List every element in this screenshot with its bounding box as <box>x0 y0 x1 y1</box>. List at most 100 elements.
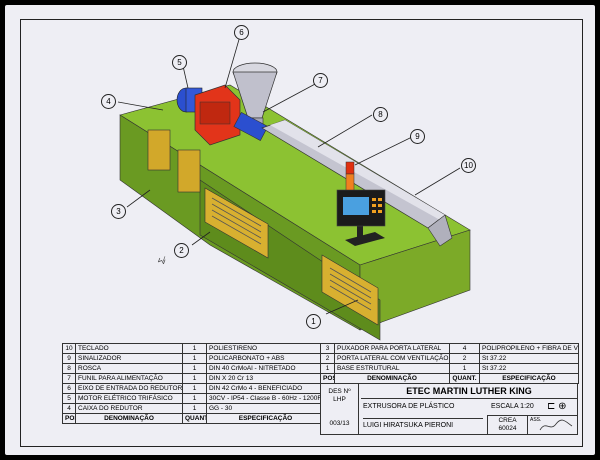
cell-spec: 30CV - IP54 - Classe B - 60Hz - 1200RPM <box>206 393 325 404</box>
cell-spec: POLIPROPILENO + FIBRA DE VIDRO <box>479 343 579 354</box>
header-name: DENOMINAÇÃO <box>75 413 183 424</box>
barrel-highlight <box>270 120 445 220</box>
cell-qty: 1 <box>182 383 207 394</box>
header-name: DENOMINAÇÃO <box>334 373 450 384</box>
drawing-scale: ESCALA 1:20 <box>491 403 534 410</box>
cell-spec: POLIESTIRENO <box>206 343 325 354</box>
cell-name: FUNIL PARA ALIMENTAÇÃO <box>75 373 183 384</box>
cell-spec: St 37.22 <box>479 353 579 364</box>
crea-num: 60024 <box>498 425 517 432</box>
cell-spec: DIN 40 CrMoAl - NITRETADO <box>206 363 325 374</box>
cell-pos: 3 <box>320 343 335 354</box>
cell-qty: 2 <box>449 353 480 364</box>
cell-name: TECLADO <box>75 343 183 354</box>
header-pos: POS. <box>320 373 335 384</box>
cell-qty: 1 <box>182 363 207 374</box>
cell-name: PUXADOR PARA PORTA LATERAL <box>334 343 450 354</box>
cell-qty: 1 <box>182 343 207 354</box>
drawing-title: EXTRUSORA DE PLÁSTICO <box>363 403 455 410</box>
des-cell: DES Nº LHP 003/13 <box>321 384 359 434</box>
cell-name: MOTOR ELÉTRICO TRIFÁSICO <box>75 393 183 404</box>
header-qty: QUANT. <box>182 413 207 424</box>
cell-pos: 6 <box>62 383 76 394</box>
cell-pos: 1 <box>320 363 335 374</box>
des-code: LHP <box>333 396 346 403</box>
small-door-left <box>147 129 171 171</box>
crea-cell: CREA 60024 <box>487 415 527 434</box>
control-screen <box>343 197 369 215</box>
vented-door-side <box>321 254 379 326</box>
cell-spec: GG - 30 <box>206 403 325 414</box>
callout-6: 6 <box>234 25 249 40</box>
cell-name: ROSCA <box>75 363 183 374</box>
cell-qty: 1 <box>182 373 207 384</box>
vent-slots-front <box>211 197 262 245</box>
cell-pos: 5 <box>62 393 76 404</box>
cell-spec: DIN X 20 Cr 13 <box>206 373 325 384</box>
vent-slots-side <box>329 267 372 311</box>
signal-light-base <box>345 173 355 191</box>
nozzle <box>427 214 453 247</box>
cell-qty: 1 <box>182 393 207 404</box>
leader-lines <box>117 35 461 315</box>
signal-light <box>345 161 355 175</box>
signature-mark <box>539 419 573 431</box>
des-num: 003/13 <box>329 420 350 427</box>
callout-5: 5 <box>172 55 187 70</box>
cell-name: PORTA LATERAL COM VENTILAÇÃO <box>334 353 450 364</box>
cell-pos: 8 <box>62 363 76 374</box>
callout-8: 8 <box>373 107 388 122</box>
header-spec: ESPECIFICAÇÃO <box>206 413 325 424</box>
cell-pos: 10 <box>62 343 76 354</box>
school-name: ETEC MARTIN LUTHER KING <box>361 384 577 399</box>
small-door-mid <box>177 149 201 193</box>
vented-door-front <box>204 187 269 259</box>
cell-pos: 9 <box>62 353 76 364</box>
cell-pos: 4 <box>62 403 76 414</box>
callout-3: 3 <box>111 204 126 219</box>
drawing-frame <box>20 19 583 447</box>
cell-spec: DIN 42 CrMo 4 - BENEFICIADO <box>206 383 325 394</box>
cell-qty: 4 <box>449 343 480 354</box>
signature-label: ASS. <box>530 417 542 423</box>
cell-pos: 7 <box>62 373 76 384</box>
cell-spec: POLICARBONATO + ABS <box>206 353 325 364</box>
callout-1: 1 <box>306 314 321 329</box>
header-spec: ESPECIFICAÇÃO <box>479 373 579 384</box>
keypad <box>372 198 382 213</box>
cell-pos: 2 <box>320 353 335 364</box>
cell-qty: 1 <box>182 353 207 364</box>
barrel-coupling <box>233 111 269 141</box>
cell-name: CAIXA DO REDUTOR <box>75 403 183 414</box>
cell-qty: 1 <box>449 363 480 374</box>
title-block: ETEC MARTIN LUTHER KING DES Nº LHP 003/1… <box>320 383 578 435</box>
callout-9: 9 <box>410 129 425 144</box>
cell-name: SINALIZADOR <box>75 353 183 364</box>
projection-symbol-icon: ⊏ ⊕ <box>547 401 567 412</box>
gearbox-fins <box>199 101 231 125</box>
header-pos: POS. <box>62 413 76 424</box>
cell-qty: 1 <box>182 403 207 414</box>
cell-name: BASE ESTRUTURAL <box>334 363 450 374</box>
cell-name: EIXO DE ENTRADA DO REDUTOR <box>75 383 183 394</box>
author-name: LUIGI HIRATSUKA PIERONI <box>363 418 483 433</box>
header-qty: QUANT. <box>449 373 480 384</box>
control-post <box>357 215 363 240</box>
callout-2: 2 <box>174 243 189 258</box>
control-base <box>345 232 385 246</box>
